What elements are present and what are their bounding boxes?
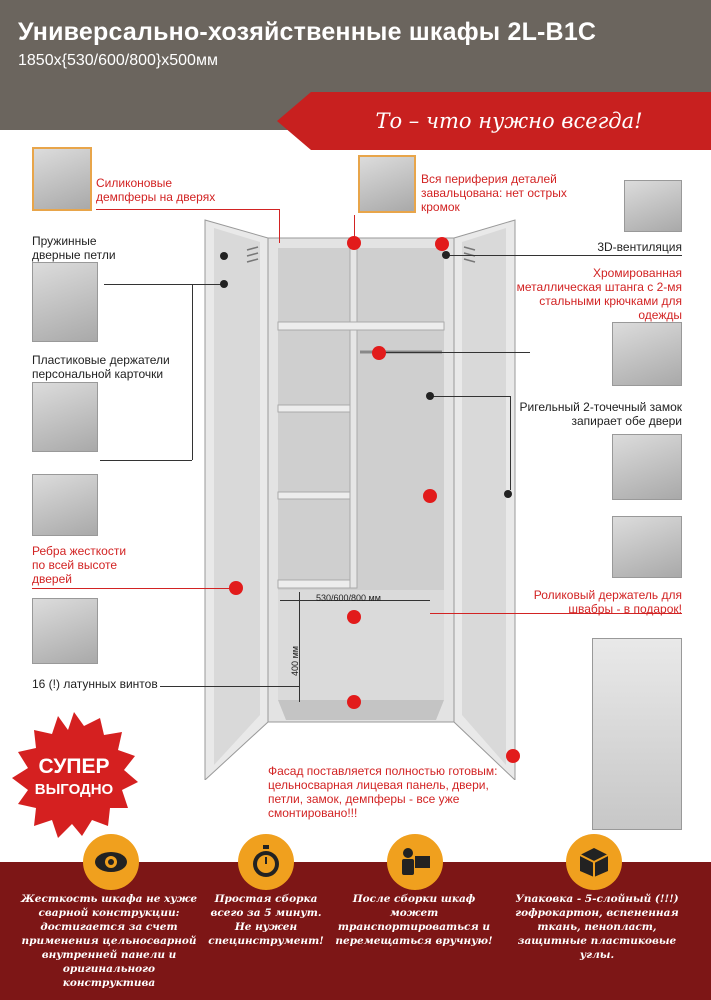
marker-dot xyxy=(347,695,361,709)
lock-photo xyxy=(612,434,682,500)
edges-leader-line xyxy=(354,215,355,243)
marker-dot-black xyxy=(504,490,512,498)
marker-dot-black xyxy=(220,252,228,260)
card-holder-leader-line-2 xyxy=(192,284,193,460)
vent-leader-line xyxy=(446,255,682,256)
mop-holder-photo xyxy=(612,516,682,578)
lock-leader-line xyxy=(430,396,510,397)
ribs-leader-line xyxy=(32,588,237,589)
stiffening-ribs-label: Ребра жесткости по всей высоте дверей xyxy=(32,544,127,586)
box-icon xyxy=(566,834,622,890)
card-holders-label: Пластиковые держатели персональной карто… xyxy=(32,353,170,381)
screw-photo xyxy=(32,598,98,664)
ventilation-label: 3D-вентиляция xyxy=(597,240,682,254)
rolled-edge-photo xyxy=(358,155,416,213)
badge-line-1: СУПЕР xyxy=(38,754,110,778)
vent-photo xyxy=(624,180,682,232)
dimensions-subtitle: 1850х{530/600/800}х500мм xyxy=(18,52,218,69)
page-title: Универсально-хозяйственные шкафы 2L-B1C xyxy=(18,18,597,46)
card-holder-leader-line xyxy=(100,460,192,461)
marker-dot xyxy=(506,749,520,763)
height-dimension-line xyxy=(299,592,300,702)
damper-leader-line xyxy=(96,209,279,210)
cabinet-illustration xyxy=(204,219,516,780)
cabinet-interior-photo xyxy=(592,638,682,830)
lock-label: Ригельный 2-точечный замок запирает обе … xyxy=(519,400,683,428)
brass-screws-label: 16 (!) латунных винтов xyxy=(32,677,158,691)
lock-leader-line-2 xyxy=(510,396,511,490)
delivery-man-icon xyxy=(387,834,443,890)
stopwatch-icon xyxy=(238,834,294,890)
damper-photo xyxy=(32,147,92,211)
rolled-edges-label: Вся периферия деталей завальцована: нет … xyxy=(421,172,567,214)
rod-leader-line xyxy=(380,352,530,353)
rod-photo xyxy=(612,322,682,386)
facade-label: Фасад поставляется полностью готовым: це… xyxy=(268,764,498,820)
width-measurement: 530/600/800 мм xyxy=(316,593,381,603)
marker-dot xyxy=(347,236,361,250)
marker-dot xyxy=(229,581,243,595)
marker-dot-black xyxy=(426,392,434,400)
marker-dot-black xyxy=(442,251,450,259)
footer-item-assembly: Простая сборка всего за 5 минут. Не нуже… xyxy=(208,893,324,947)
silicone-dampers-label: Силиконовые демпферы на дверях xyxy=(96,176,216,204)
mop-holder-label: Роликовый держатель для швабры - в подар… xyxy=(533,588,682,616)
marker-dot xyxy=(435,237,449,251)
ribs-photo xyxy=(32,474,98,536)
starburst-shape xyxy=(12,712,138,838)
hinge-photo xyxy=(32,262,98,342)
badge-line-2: ВЫГОДНО xyxy=(34,780,114,798)
super-deal-badge: СУПЕР ВЫГОДНО xyxy=(10,712,138,840)
slogan-banner: То – что нужно всегда! xyxy=(277,92,711,150)
hinge-leader-line xyxy=(104,284,224,285)
card-holder-photo xyxy=(32,382,98,452)
height-measurement: 400 мм xyxy=(289,646,300,676)
damper-leader-line-2 xyxy=(279,209,280,243)
marker-dot xyxy=(423,489,437,503)
banner-shape xyxy=(277,92,711,150)
eye-icon xyxy=(83,834,139,890)
spring-hinges-label: Пружинные дверные петли xyxy=(32,234,116,262)
chrome-rod-label: Хромированная металлическая штанга с 2-м… xyxy=(516,266,682,322)
marker-dot xyxy=(347,610,361,624)
footer-item-rigidity: Жесткость шкафа не хуже сварной конструк… xyxy=(20,893,198,989)
marker-dot xyxy=(372,346,386,360)
slogan-text: То – что нужно всегда! xyxy=(375,109,643,133)
marker-dot-black xyxy=(220,280,228,288)
footer-item-packaging: Упаковка - 5-слойный (!!!) гофрокартон, … xyxy=(515,893,679,961)
footer-item-transport: После сборки шкаф может транспортировать… xyxy=(335,893,493,947)
width-dimension-line xyxy=(280,600,430,601)
screws-leader-line xyxy=(160,686,300,687)
mop-leader-line xyxy=(430,613,682,614)
